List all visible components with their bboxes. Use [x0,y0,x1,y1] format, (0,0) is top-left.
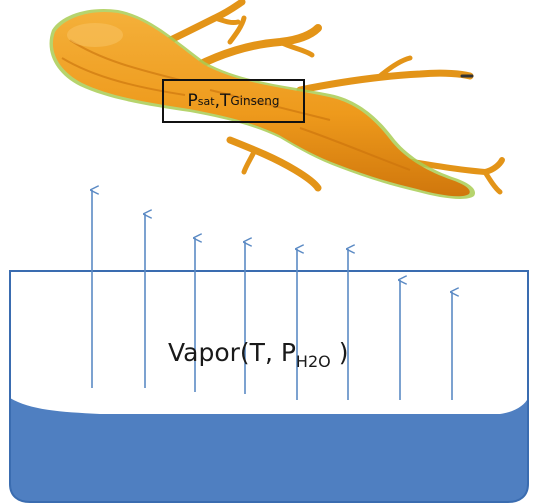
temperature-symbol: T [220,91,230,111]
saturation-superscript: sat [198,95,215,108]
water-subscript: H2O [296,352,331,371]
ginseng-subscript: Ginseng [230,94,279,108]
vapor-label-prefix: Vapor(T, P [168,338,296,367]
vapor-label-close: ) [339,338,349,367]
water-body [10,398,528,502]
vapor-label: Vapor(T, PH2O) [168,338,349,371]
pressure-symbol: P [188,91,198,111]
water-container [10,271,528,502]
